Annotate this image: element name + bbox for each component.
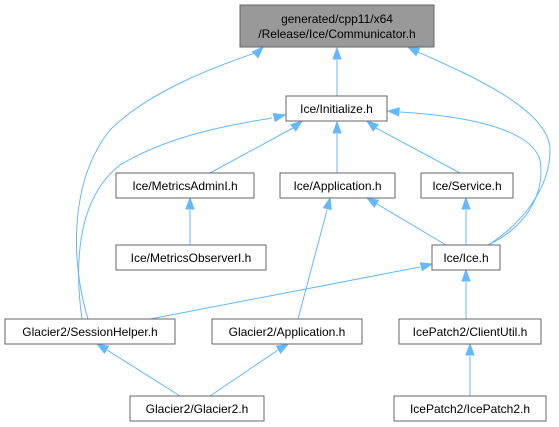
- node-glacier2-application[interactable]: Glacier2/Application.h: [211, 318, 363, 345]
- edge-line: [297, 209, 328, 320]
- node-box[interactable]: [285, 95, 388, 122]
- edge-arrowhead: [251, 45, 265, 59]
- node-box[interactable]: [115, 172, 255, 199]
- edge-line: [75, 51, 259, 320]
- node-box[interactable]: [4, 318, 176, 345]
- node-initialize[interactable]: Ice/Initialize.h: [285, 95, 388, 122]
- edge-line: [106, 349, 181, 397]
- node-label: Ice/Initialize.h: [300, 102, 373, 116]
- edge-glacier2-to-glacier2-application: [209, 343, 290, 397]
- edge-arrowhead: [461, 268, 471, 282]
- node-label: IcePatch2/ClientUtil.h: [413, 325, 528, 339]
- edge-session-helper-to-communicator: [75, 45, 265, 320]
- edge-line: [399, 111, 542, 246]
- node-label: Glacier2/SessionHelper.h: [22, 325, 157, 339]
- edge-line: [209, 349, 279, 397]
- node-box[interactable]: [393, 395, 547, 422]
- edge-session-helper-to-ice: [149, 262, 434, 320]
- edge-arrowhead: [365, 197, 380, 208]
- node-label: Ice/Ice.h: [443, 251, 488, 265]
- node-label: Glacier2/Application.h: [229, 325, 346, 339]
- node-session-helper[interactable]: Glacier2/SessionHelper.h: [4, 318, 176, 345]
- edge-ice-to-service: [461, 196, 471, 245]
- edge-client-util-to-ice: [461, 268, 471, 319]
- node-box[interactable]: [420, 172, 514, 199]
- edge-session-helper-to-initialize: [78, 113, 287, 320]
- node-box[interactable]: [211, 318, 363, 345]
- node-client-util[interactable]: IcePatch2/ClientUtil.h: [398, 318, 542, 345]
- edge-arrowhead: [386, 107, 400, 117]
- edge-glacier2-to-session-helper: [95, 343, 181, 397]
- node-label: Glacier2/Glacier2.h: [146, 402, 249, 416]
- edge-application-to-initialize: [332, 120, 342, 173]
- edge-arrowhead: [419, 262, 434, 272]
- edge-arrowhead: [95, 343, 110, 354]
- node-label: Ice/Application.h: [293, 179, 381, 193]
- node-label: Ice/Service.h: [432, 179, 501, 193]
- node-label: Ice/MetricsObserverI.h: [131, 251, 252, 265]
- edge-metrics-observer-to-metrics-admin: [185, 196, 195, 245]
- node-service[interactable]: Ice/Service.h: [420, 172, 514, 199]
- edge-ice-to-communicator: [406, 46, 551, 246]
- edge-line: [417, 51, 551, 246]
- node-label: IcePatch2/IcePatch2.h: [410, 402, 530, 416]
- edges-layer: [75, 45, 551, 397]
- node-label: generated/cpp11/x64: [281, 12, 393, 26]
- edge-arrowhead: [461, 196, 471, 210]
- edge-arrowhead: [465, 342, 475, 356]
- edge-arrowhead: [332, 46, 342, 60]
- edge-ice-to-initialize: [386, 107, 542, 246]
- node-box[interactable]: [431, 244, 501, 271]
- node-label: Ice/MetricsAdminI.h: [132, 179, 237, 193]
- node-box[interactable]: [279, 172, 396, 199]
- node-box[interactable]: [239, 4, 435, 48]
- node-metrics-admin[interactable]: Ice/MetricsAdminI.h: [115, 172, 255, 199]
- edge-arrowhead: [272, 113, 287, 123]
- nodes-layer: generated/cpp11/x64/Release/Ice/Communic…: [4, 4, 547, 422]
- edge-service-to-initialize: [365, 120, 461, 174]
- edge-arrowhead: [185, 196, 195, 210]
- node-icepatch2[interactable]: IcePatch2/IcePatch2.h: [393, 395, 547, 422]
- edge-arrowhead: [332, 120, 342, 134]
- edge-line: [375, 127, 461, 174]
- edge-metrics-admin-to-initialize: [209, 120, 304, 174]
- edge-line: [209, 127, 294, 174]
- node-application[interactable]: Ice/Application.h: [279, 172, 396, 199]
- edge-line: [376, 203, 447, 246]
- edge-line: [149, 266, 421, 320]
- node-box[interactable]: [398, 318, 542, 345]
- node-box[interactable]: [129, 395, 265, 422]
- node-metrics-observer[interactable]: Ice/MetricsObserverI.h: [115, 244, 267, 271]
- edge-arrowhead: [290, 120, 304, 132]
- node-glacier2[interactable]: Glacier2/Glacier2.h: [129, 395, 265, 422]
- edge-arrowhead: [406, 46, 421, 57]
- edge-glacier2-application-to-application: [297, 196, 332, 320]
- edge-arrowhead: [365, 120, 379, 132]
- node-ice[interactable]: Ice/Ice.h: [431, 244, 501, 271]
- edge-line: [78, 117, 273, 320]
- edge-icepatch2-to-client-util: [465, 342, 475, 396]
- edge-arrowhead: [275, 343, 290, 354]
- node-communicator[interactable]: generated/cpp11/x64/Release/Ice/Communic…: [239, 4, 435, 48]
- node-box[interactable]: [115, 244, 267, 271]
- edge-arrowhead: [322, 196, 332, 211]
- edge-initialize-to-communicator: [332, 46, 342, 96]
- node-label: /Release/Ice/Communicator.h: [258, 27, 415, 41]
- edge-ice-to-application: [365, 197, 447, 246]
